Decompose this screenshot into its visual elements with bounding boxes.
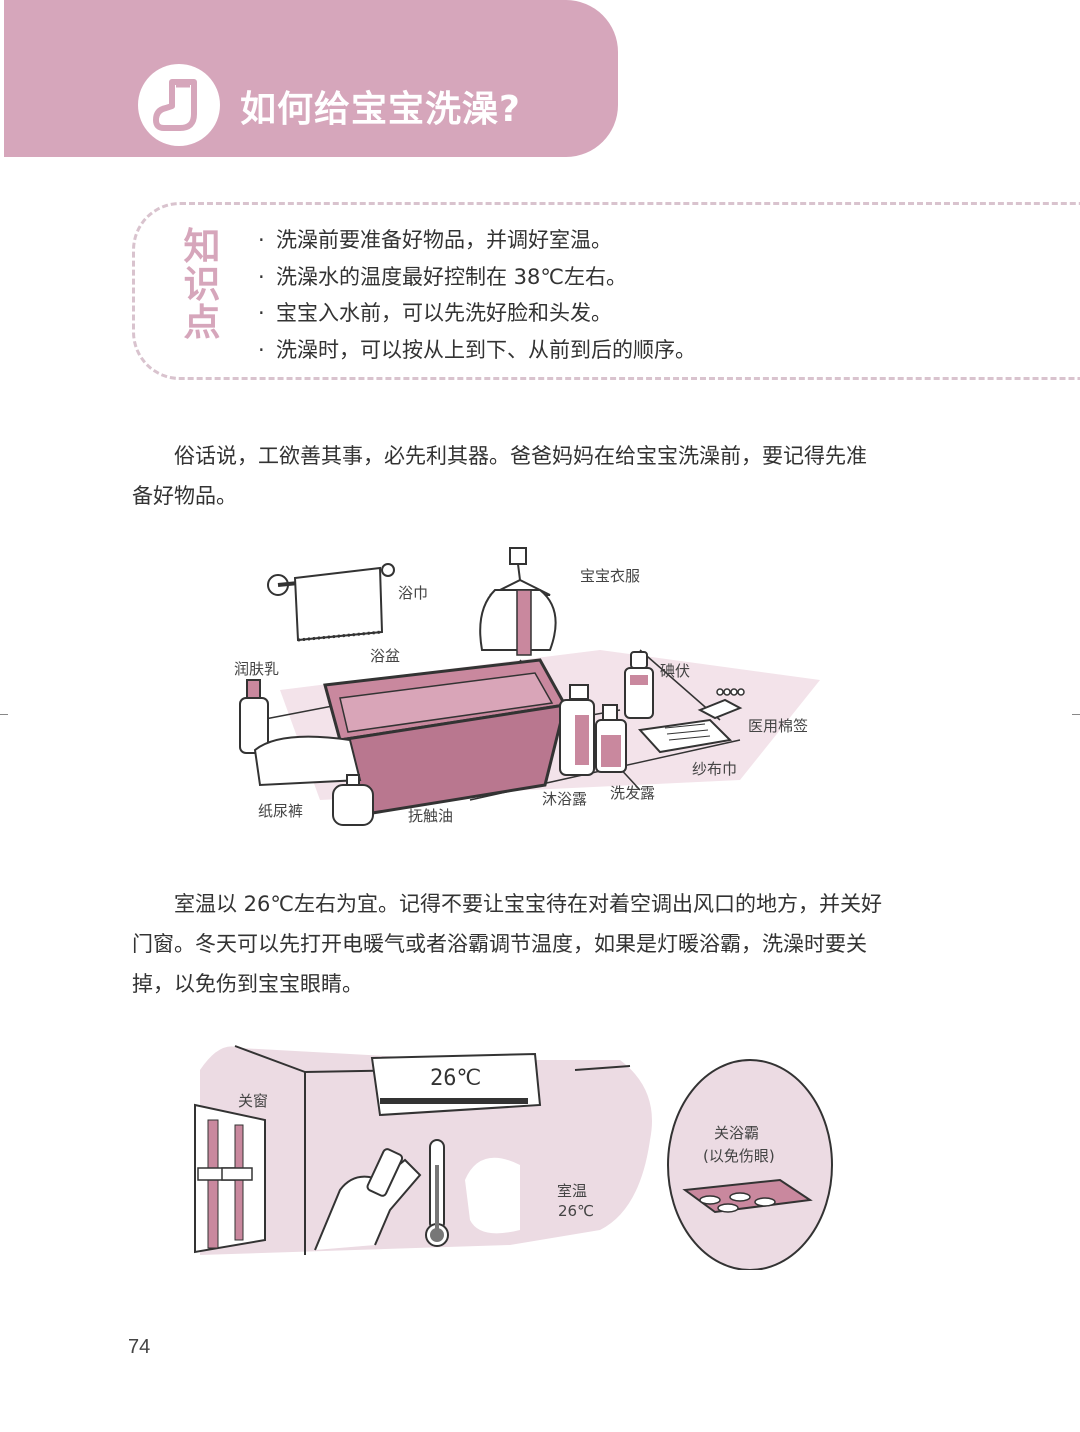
sock-icon [138, 64, 220, 146]
knowledge-item: ·洗澡水的温度最好控制在 38℃左右。 [258, 264, 627, 289]
label-diapers: 纸尿裤 [258, 802, 304, 820]
label-room-temp: 室温 [557, 1182, 588, 1200]
ac-display: 26℃ [430, 1066, 481, 1091]
label-body-wash: 沐浴露 [542, 790, 588, 808]
paragraph: 俗话说，工欲善其事，必先利其器。爸爸妈妈在给宝宝洗澡前，要记得先准备好物品。 [132, 444, 867, 508]
label-lotion: 润肤乳 [234, 660, 280, 678]
label-heater-note: (以免伤眼) [703, 1147, 775, 1165]
knowledge-list: ·洗澡前要准备好物品，并调好室温。 ·洗澡水的温度最好控制在 38℃左右。 ·宝… [258, 222, 696, 368]
label-clothes: 宝宝衣服 [580, 567, 641, 585]
knowledge-item: ·洗澡前要准备好物品，并调好室温。 [258, 228, 612, 252]
label-iodine: 碘伏 [660, 662, 691, 680]
label-gauze: 纱布巾 [692, 760, 738, 778]
room-temperature-illustration: 26℃ 关窗 室温 26℃ 关浴霸 (以免伤眼) [180, 1030, 840, 1271]
label-tub: 浴盆 [370, 647, 401, 665]
label-room-temp-value: 26℃ [558, 1202, 594, 1220]
knowledge-item: ·宝宝入水前，可以先洗好脸和头发。 [258, 301, 612, 325]
paragraph: 室温以 26℃左右为宜。记得不要让宝宝待在对着空调出风口的地方，并关好门窗。冬天… [132, 892, 882, 996]
crop-mark [1072, 714, 1080, 715]
title-banner [4, 0, 618, 157]
page-title: 如何给宝宝洗澡? [240, 89, 521, 130]
knowledge-item: ·洗澡时，可以按从上到下、从前到后的顺序。 [258, 337, 696, 362]
bath-supplies-illustration: 浴巾 宝宝衣服 浴盆 润肤乳 碘伏 医用棉签 纱布巾 纸尿裤 抚触油 沐浴露 洗… [220, 540, 840, 840]
label-close-window: 关窗 [238, 1092, 269, 1110]
knowledge-box [132, 202, 1080, 380]
page-number: 74 [128, 1336, 151, 1358]
label-shampoo: 洗发露 [610, 784, 656, 802]
knowledge-label: 知 识 点 [183, 225, 221, 344]
label-towel: 浴巾 [398, 584, 429, 602]
label-heater: 关浴霸 [714, 1124, 760, 1142]
crop-mark [0, 714, 8, 715]
label-cotton-swabs: 医用棉签 [748, 717, 809, 735]
label-massage-oil: 抚触油 [408, 807, 454, 825]
